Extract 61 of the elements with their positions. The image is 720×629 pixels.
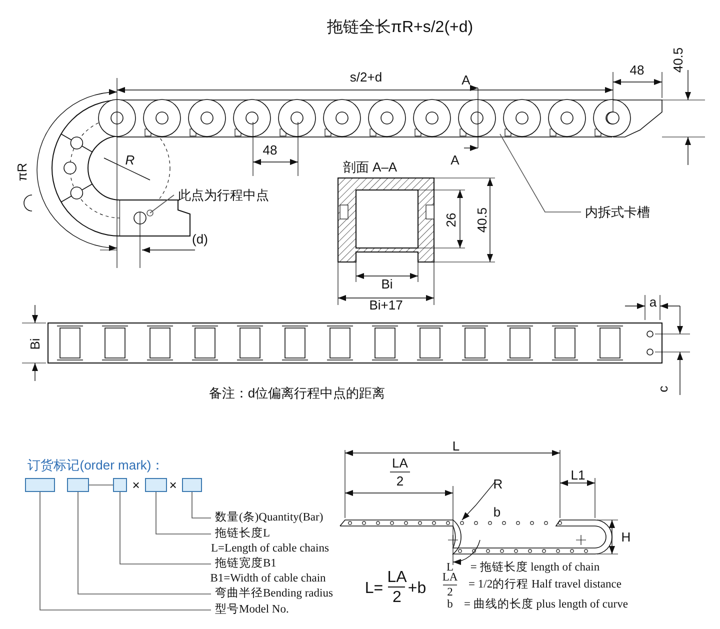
leader-line — [500, 134, 582, 212]
dimension-label: L1 — [570, 468, 586, 482]
legend-text: 型号Model No. — [215, 604, 289, 616]
dimension-label: LA — [392, 456, 408, 470]
dimension-label: a — [649, 296, 657, 308]
section-mark: A — [462, 74, 470, 86]
dimension-label: R — [125, 154, 135, 166]
input-field — [182, 478, 202, 492]
input-field — [25, 478, 55, 492]
input-field — [145, 478, 167, 492]
section-mark: A — [450, 154, 460, 166]
dimension-label: 48 — [262, 144, 278, 156]
key-text: = 1/2的行程 Half travel distance — [468, 579, 622, 591]
dimension-label: 26 — [444, 212, 458, 228]
legend-text: 弯曲半径Bending radius — [215, 588, 333, 600]
multiply-sign: × — [132, 478, 140, 492]
key-symbol: L — [446, 562, 454, 574]
formula-text: L= — [364, 581, 384, 597]
section-title: 剖面 A–A — [342, 160, 398, 174]
legend-text: 拖链长度L — [215, 528, 270, 540]
leader-line — [120, 492, 212, 564]
dimension-label: 2 — [396, 474, 404, 488]
input-field — [113, 478, 127, 492]
dimension-label: Bi+17 — [369, 298, 403, 312]
multiply-sign: × — [169, 478, 177, 492]
dimension-label: Bi — [28, 338, 42, 350]
title: 拖链全长πR+s/2(+d) — [326, 20, 474, 36]
callout-text: 内拆式卡槽 — [585, 206, 650, 218]
dimension-label: L — [452, 440, 460, 452]
legend-text: L=Length of cable chains — [211, 543, 329, 555]
connector-line — [88, 484, 114, 486]
dimension-label: H — [621, 530, 631, 544]
dimension-label: R — [493, 478, 503, 490]
key-symbol: b — [447, 599, 453, 611]
section-heading: 订货标记(order mark)： — [28, 458, 164, 472]
dimension-label: b — [493, 506, 501, 518]
formula-text: LA — [387, 570, 407, 586]
leader-line — [78, 492, 212, 594]
legend-text: 数量(条)Quantity(Bar) — [215, 512, 324, 524]
dimension-label: s/2+d — [350, 70, 382, 84]
key-symbol: LA — [442, 572, 458, 584]
dimension-label: πR — [16, 162, 28, 182]
dimension-label: Bi — [381, 278, 393, 290]
key-text: = 曲线的长度 plus length of curve — [464, 599, 628, 611]
note-text: 备注：d位偏离行程中点的距离 — [208, 386, 386, 400]
input-field — [67, 478, 89, 492]
key-symbol: 2 — [447, 587, 453, 599]
dimension-label: (d) — [192, 232, 208, 246]
leader-line — [40, 492, 212, 610]
dimension-label: 48 — [630, 64, 644, 76]
key-text: = 拖链长度 length of chain — [470, 562, 600, 574]
legend-text: 拖链宽度B1 — [215, 558, 276, 570]
dimension-label: 40.5 — [476, 207, 488, 233]
callout-text: 此点为行程中点 — [178, 188, 269, 202]
dimension-label: c — [656, 386, 670, 392]
formula-text: +b — [408, 581, 426, 597]
leader-line — [156, 492, 212, 534]
formula-text: 2 — [392, 590, 402, 606]
legend-text: B1=Width of cable chain — [210, 573, 326, 585]
leader-line — [192, 492, 212, 518]
dimension-label: 40.5 — [672, 47, 684, 73]
